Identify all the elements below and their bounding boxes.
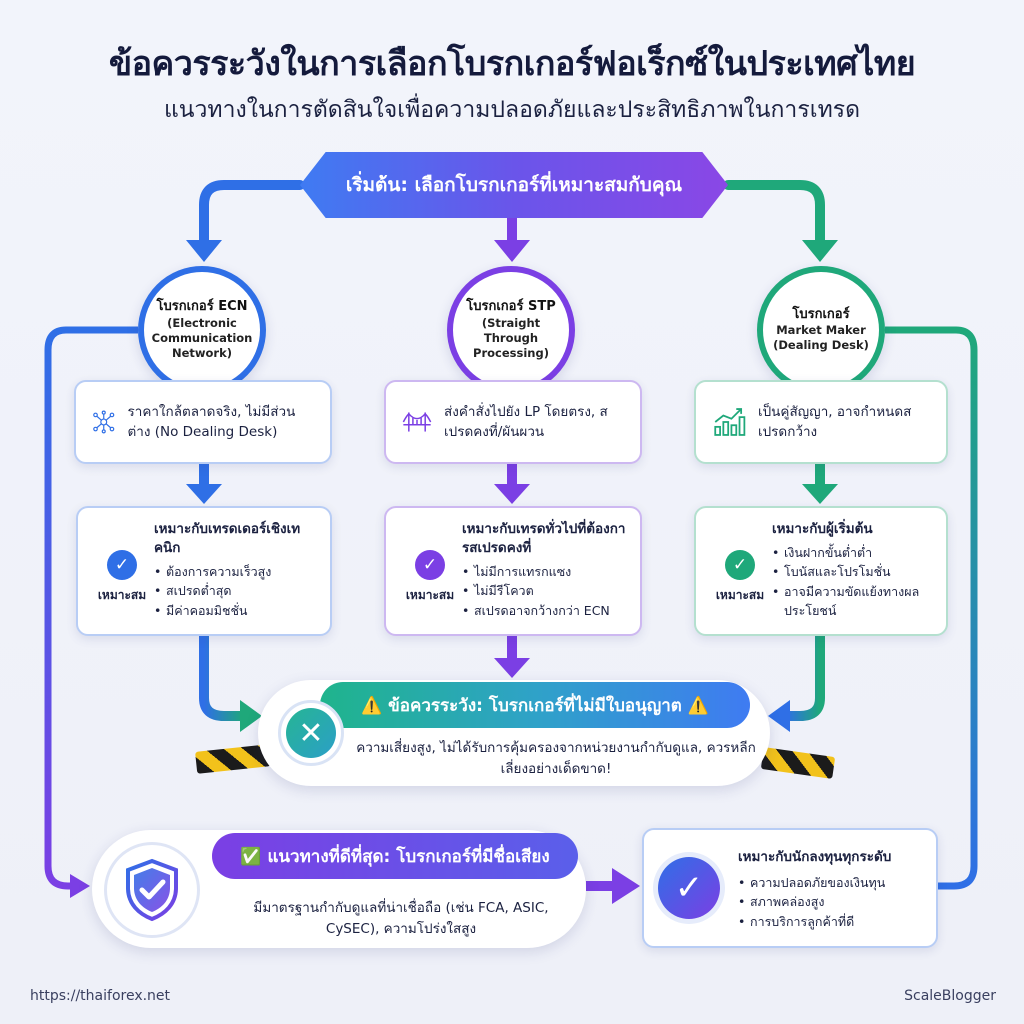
list-item: ไม่มีการแทรกแซง [462,562,628,582]
broker-stp-description: ส่งคำสั่งไปยัง LP โดยตรง, สเปรดคงที่/ผัน… [444,403,608,440]
suit-list: ไม่มีการแทรกแซง ไม่มีรีโควต สเปรดอาจกว้า… [462,562,628,621]
shield-check-icon [126,858,178,922]
broker-ecn-subtitle: (Electronic Communication Network) [151,315,253,360]
broker-stp-suitability-card: ✓ เหมาะสม เหมาะกับเทรดทั่วไปที่ต้องการสเ… [384,506,642,636]
broker-mm-subtitle: Market Maker (Dealing Desk) [773,323,869,353]
warning-title-bar: ⚠️ ข้อควรระวัง: โบรกเกอร์ที่ไม่มีใบอนุญา… [320,682,750,728]
best-icon-ring [104,842,200,938]
arrow-to-stp [494,240,530,262]
connector-ecn-to-best [44,326,138,890]
connector-ecn-to-warning [199,636,244,721]
arrow-stp-to-warning [494,658,530,678]
suit-heading: เหมาะกับเทรดทั่วไปที่ต้องการสเปรดคงที่ [462,521,626,556]
all-levels-card: ✓ เหมาะกับนักลงทุนทุกระดับ ความปลอดภัยขอ… [642,828,938,948]
network-nodes-icon [93,410,115,434]
suit-heading: เหมาะกับผู้เริ่มต้น [772,521,873,537]
suit-label: เหมาะสม [715,588,765,602]
list-item: สเปรดอาจกว้างกว่า ECN [462,601,628,621]
best-text: มีมาตรฐานกำกับดูแลที่น่าเชื่อถือ (เช่น F… [253,900,549,937]
footer-url[interactable]: https://thaiforex.net [30,988,171,1004]
arrow-mm-to-warning [768,700,790,732]
list-item: ต้องการความเร็วสูง [154,562,318,582]
broker-ecn-title: โบรกเกอร์ ECN [156,299,248,315]
check-circle-icon: ✓ [658,857,720,919]
warning-text: ความเสี่ยงสูง, ไม่ได้รับการคุ้มครองจากหน… [356,740,756,777]
start-label: เริ่มต้น: เลือกโบรกเกอร์ที่เหมาะสมกับคุณ [345,174,683,196]
suit-list: ต้องการความเร็วสูง สเปรดต่ำสุด มีค่าคอมม… [154,562,318,621]
broker-mm-description-card: เป็นคู่สัญญา, อาจกำหนดสเปรดกว้าง [694,380,948,464]
suit-label: เหมาะสม [405,588,455,602]
page-subtitle: แนวทางในการตัดสินใจเพื่อความปลอดภัยและปร… [163,97,861,123]
list-item: การบริการลูกค้าที่ดี [738,912,891,932]
warning-title: ⚠️ ข้อควรระวัง: โบรกเกอร์ที่ไม่มีใบอนุญา… [361,695,709,716]
arrow-stp-desc-to-suit [494,484,530,504]
bar-chart-icon [714,408,746,436]
check-circle-icon: ✓ [107,550,137,580]
check-circle-icon: ✓ [725,550,755,580]
start-banner: เริ่มต้น: เลือกโบรกเกอร์ที่เหมาะสมกับคุณ [300,152,728,218]
broker-stp-subtitle: (Straight Through Processing) [473,315,549,360]
broker-stp-description-card: ส่งคำสั่งไปยัง LP โดยตรง, สเปรดคงที่/ผัน… [384,380,642,464]
suit-list: เงินฝากขั้นต่ำต่ำ โบนัสและโปรโมชั่น อาจม… [772,543,934,621]
all-levels-heading: เหมาะกับนักลงทุนทุกระดับ [738,848,892,865]
list-item: ความปลอดภัยของเงินทุน [738,873,891,893]
list-item: มีค่าคอมมิชชั่น [154,601,318,621]
connector-start-to-ecn [199,180,305,249]
arrow-ecn-to-warning [240,700,262,732]
broker-ecn-suitability-card: ✓ เหมาะสม เหมาะกับเทรดเดอร์เชิงเทคนิก ต้… [76,506,332,636]
arrow-best-to-all [612,868,640,904]
broker-ecn-description-card: ราคาใกล้ตลาดจริง, ไม่มีส่วนต่าง (No Deal… [74,380,332,464]
best-title: ✅ แนวทางที่ดีที่สุด: โบรกเกอร์ที่มีชื่อเ… [240,846,550,867]
broker-ecn-description: ราคาใกล้ตลาดจริง, ไม่มีส่วนต่าง (No Deal… [127,403,296,440]
all-levels-list: ความปลอดภัยของเงินทุน สภาพคล่องสูง การบร… [738,873,891,932]
arrow-to-best [70,874,90,898]
suit-heading: เหมาะกับเทรดเดอร์เชิงเทคนิก [154,521,301,556]
list-item: เงินฝากขั้นต่ำต่ำ [772,543,934,563]
list-item: อาจมีความขัดแย้งทางผลประโยชน์ [772,582,934,621]
broker-mm-title: โบรกเกอร์ [792,306,850,322]
best-title-bar: ✅ แนวทางที่ดีที่สุด: โบรกเกอร์ที่มีชื่อเ… [212,833,578,879]
arrow-mm-desc-to-suit [802,484,838,504]
broker-ecn-circle: โบรกเกอร์ ECN (Electronic Communication … [138,266,266,394]
broker-stp-circle: โบรกเกอร์ STP (Straight Through Processi… [447,266,575,394]
broker-mm-circle: โบรกเกอร์ Market Maker (Dealing Desk) [757,266,885,394]
list-item: ไม่มีรีโควต [462,581,628,601]
x-circle-icon: ✕ [286,708,336,758]
arrow-ecn-desc-to-suit [186,484,222,504]
list-item: สเปรดต่ำสุด [154,581,318,601]
broker-stp-title: โบรกเกอร์ STP [466,299,556,315]
arrow-to-ecn [186,240,222,262]
broker-mm-description: เป็นคู่สัญญา, อาจกำหนดสเปรดกว้าง [758,403,912,440]
broker-mm-suitability-card: ✓ เหมาะสม เหมาะกับผู้เริ่มต้น เงินฝากขั้… [694,506,948,636]
page-title: ข้อควรระวังในการเลือกโบรกเกอร์ฟอเร็กซ์ใน… [108,44,916,84]
connector-start-to-mm [723,180,825,249]
check-circle-icon: ✓ [415,550,445,580]
warning-icon-ring: ✕ [278,700,344,766]
bridge-icon [402,412,432,432]
connector-mm-to-warning [786,636,825,721]
suit-label: เหมาะสม [97,588,147,602]
footer-brand: ScaleBlogger [904,988,996,1004]
list-item: โบนัสและโปรโมชั่น [772,562,934,582]
list-item: สภาพคล่องสูง [738,892,891,912]
connector-mm-to-all [885,326,978,890]
arrow-to-mm [802,240,838,262]
